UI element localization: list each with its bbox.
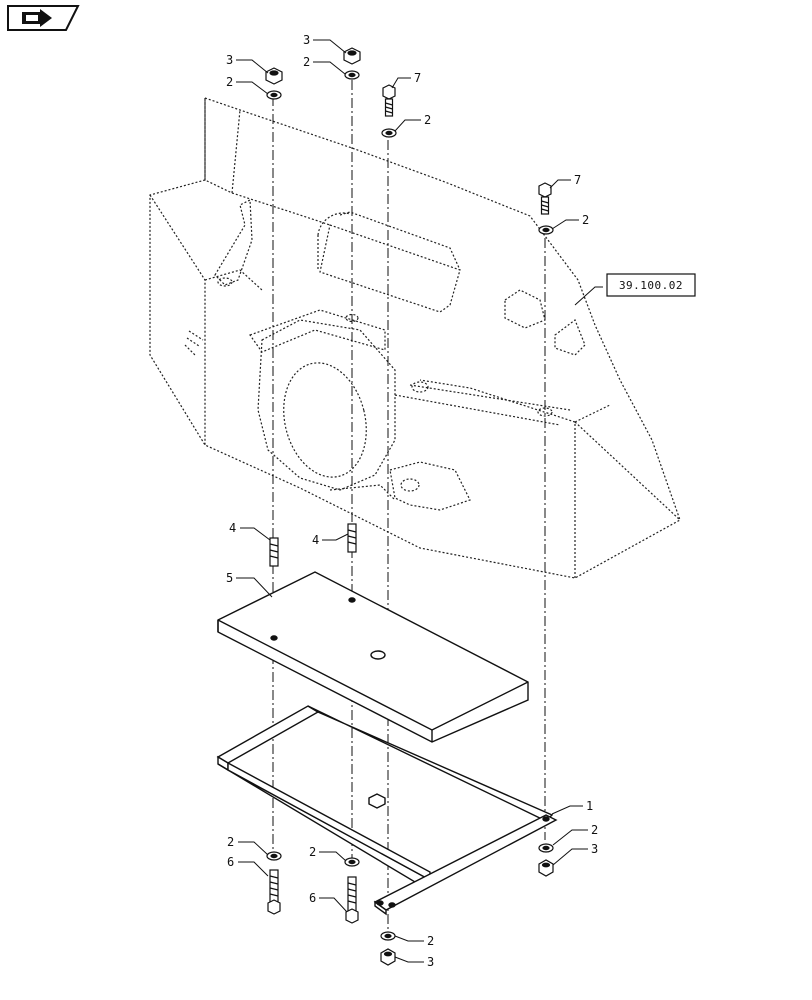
callout-washer: 2 [582, 213, 589, 227]
callout-bolt: 7 [414, 71, 421, 85]
washer-part [538, 225, 554, 235]
nut-part [538, 859, 554, 877]
stud-part [347, 523, 357, 553]
callout-plate: 5 [226, 571, 233, 585]
callout-nut: 3 [303, 33, 310, 47]
washer-part [266, 90, 282, 100]
nut-part [265, 67, 283, 85]
callout-frame: 1 [586, 799, 593, 813]
nav-arrow-icon[interactable] [7, 5, 80, 31]
reference-box[interactable]: 39.100.02 [606, 273, 696, 297]
washer-part [344, 70, 360, 80]
callout-washer: 2 [303, 55, 310, 69]
callout-nut: 3 [226, 53, 233, 67]
nut-part [343, 47, 361, 65]
axle-housing-edges [217, 277, 553, 492]
callout-nut: 3 [427, 955, 434, 969]
callout-stud: 4 [312, 533, 319, 547]
stud-part [269, 537, 279, 567]
callout-bolt: 7 [574, 173, 581, 187]
washer-part [381, 128, 397, 138]
fasteners-top [265, 47, 554, 235]
washer-part [380, 931, 396, 941]
callout-washer: 2 [227, 835, 234, 849]
callout-washer: 2 [226, 75, 233, 89]
washer-part [266, 851, 282, 861]
callout-washer: 2 [591, 823, 598, 837]
washer-part [344, 857, 360, 867]
mounting-frame [216, 705, 558, 916]
long-bolt-part [345, 876, 359, 924]
callout-long-bolt: 6 [227, 855, 234, 869]
bolt-part [382, 84, 396, 117]
nut-part [380, 948, 396, 966]
axle-housing [149, 97, 681, 579]
callout-stud: 4 [229, 521, 236, 535]
callout-washer: 2 [424, 113, 431, 127]
spacer-plate [217, 571, 529, 743]
callout-washer: 2 [309, 845, 316, 859]
washer-part [538, 843, 554, 853]
bolt-part [538, 182, 552, 215]
long-bolt-part [267, 869, 281, 915]
reference-label: 39.100.02 [619, 279, 683, 292]
callout-washer: 2 [427, 934, 434, 948]
fasteners-bottom [266, 843, 554, 966]
studs [269, 523, 357, 567]
assembly-centerlines [272, 80, 546, 930]
callout-nut: 3 [591, 842, 598, 856]
leader-lines [236, 39, 603, 963]
callout-long-bolt: 6 [309, 891, 316, 905]
callout-labels: 3 2 3 2 7 2 7 2 4 4 5 1 2 3 2 6 2 6 2 3 [226, 33, 598, 969]
